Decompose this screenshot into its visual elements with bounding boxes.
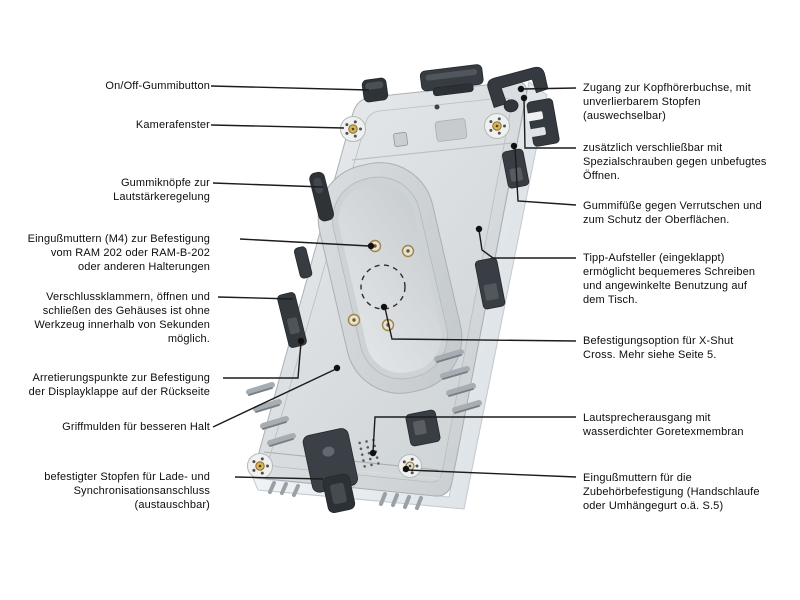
callout-label-power-button: On/Off-Gummibutton (105, 80, 210, 92)
clamps-and-buttons (277, 64, 560, 514)
leader-lines (210, 85, 577, 480)
top-right-clamp (487, 66, 549, 113)
leader-kickstand (478, 229, 576, 259)
right-latch-middle (474, 257, 506, 310)
callout-label-ram-mount-nuts: Eingußmuttern (M4) zur Befestigung vom R… (27, 233, 210, 273)
leader-security-screws (523, 98, 576, 149)
leader-speaker-outlet (372, 416, 576, 453)
leader-locking-clamps (217, 296, 294, 300)
x-shut-cross-dashed-circle (360, 264, 406, 310)
right-edge-bracket (526, 98, 560, 147)
callout-label-grip-recesses: Griffmulden für besseren Halt (62, 421, 210, 433)
leader-display-flap-points (223, 341, 302, 379)
grip-ribs (246, 349, 482, 510)
leader-accessory-nuts (406, 469, 577, 478)
leader-ram-mount-nuts (239, 238, 370, 247)
leader-headphone-access (521, 87, 577, 90)
volume-buttons-part (309, 171, 334, 222)
callout-label-security-screws: zusätzlich verschließbar mit Spezialschr… (583, 142, 767, 182)
top-clamp (419, 64, 484, 97)
callout-label-volume-buttons: Gummiknöpfe zur Lautstärkeregelung (113, 177, 210, 203)
leader-grip-recesses (212, 368, 337, 428)
leader-charge-port-plug (234, 476, 324, 480)
callout-label-rubber-feet: Gummifüße gegen Verrutschen und zum Schu… (583, 200, 762, 226)
ram-mount-recess (317, 162, 463, 394)
power-button-part (361, 77, 389, 103)
bottom-clamp (302, 428, 358, 514)
leader-camera-window (210, 124, 345, 129)
leader-power-button (210, 85, 370, 91)
callout-label-x-shut-cross-mount: Befestigungsoption für X-Shut Cross. Meh… (583, 335, 734, 361)
corner-screw-discs (247, 113, 510, 479)
callout-label-kickstand: Tipp-Aufsteller (eingeklappt) ermöglicht… (583, 252, 756, 306)
callout-label-speaker-outlet: Lautsprecherausgang mit wasserdichter Go… (583, 412, 744, 438)
leader-dots (297, 85, 528, 473)
left-edge-nub (293, 246, 313, 279)
callout-label-headphone-access: Zugang zur Kopfhörerbuchse, mit unverlie… (583, 82, 751, 122)
callout-label-charge-port-plug: befestigter Stopfen für Lade- und Synchr… (44, 471, 210, 511)
callout-label-accessory-nuts: Eingußmuttern für die Zubehörbefestigung… (583, 472, 760, 512)
leader-x-shut-cross (384, 307, 577, 342)
callout-label-display-flap-points: Arretierungspunkte zur Befestigung der D… (28, 372, 210, 398)
leader-volume-buttons (212, 182, 324, 188)
right-latch-lower (405, 409, 441, 447)
callout-label-camera-window: Kamerafenster (135, 119, 210, 131)
leader-rubber-feet (514, 146, 577, 206)
callout-label-locking-clamps: Verschlussklammern, öffnen und schließen… (34, 291, 210, 345)
left-latch (277, 292, 307, 348)
